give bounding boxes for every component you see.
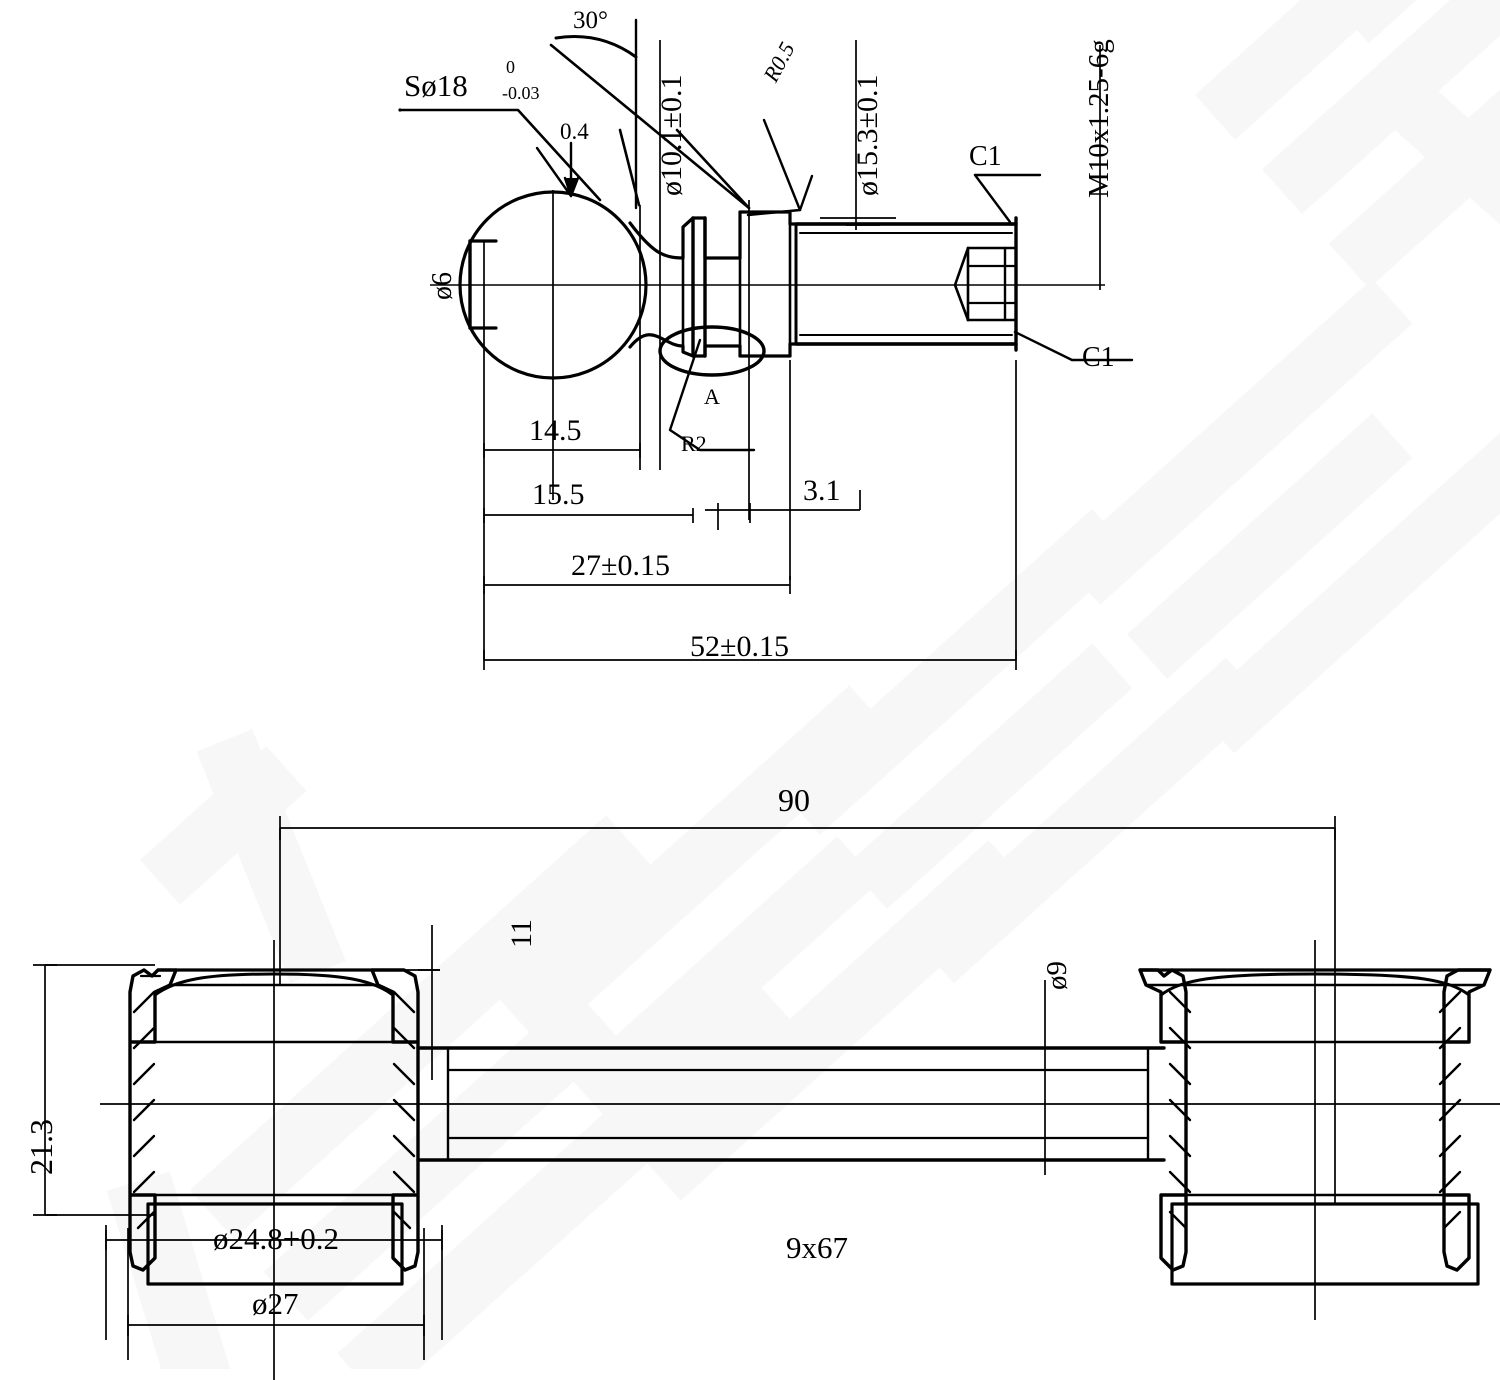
label-bore-dia: ø24.8+0.2 bbox=[213, 1221, 339, 1256]
label-rod-spec: 9x67 bbox=[786, 1230, 848, 1265]
label-len-27: 27±0.15 bbox=[571, 549, 670, 582]
label-angle-30: 30° bbox=[573, 7, 608, 34]
label-len-3-1: 3.1 bbox=[803, 474, 841, 507]
label-section-a: A bbox=[704, 384, 720, 409]
label-radius-r2: R2 bbox=[681, 431, 707, 456]
assembly-view bbox=[33, 816, 1500, 1380]
label-dia-6: ø6 bbox=[427, 272, 458, 300]
label-overall-90: 90 bbox=[778, 782, 810, 818]
label-rod-dia: ø9 bbox=[1041, 961, 1073, 990]
label-len-14-5: 14.5 bbox=[529, 414, 582, 447]
label-len-15-5: 15.5 bbox=[532, 478, 585, 511]
label-thread-m10: M10x1.25-6g bbox=[1083, 39, 1115, 198]
label-sphere-tol-lower: -0.03 bbox=[502, 83, 540, 103]
label-c1-top: C1 bbox=[969, 141, 1002, 172]
label-sphere-dia: Sø18 bbox=[404, 68, 468, 103]
label-offset-11: 11 bbox=[505, 919, 538, 948]
left-housing-outer-right bbox=[370, 968, 420, 1272]
label-height-21-3: 21.3 bbox=[23, 1119, 59, 1175]
label-sphere-tol-upper: 0 bbox=[506, 57, 515, 77]
label-outer-dia: ø27 bbox=[252, 1286, 299, 1321]
label-len-52: 52±0.15 bbox=[690, 630, 789, 663]
label-c1-bottom: C1 bbox=[1082, 342, 1115, 373]
label-dia-15-3: ø15.3±0.1 bbox=[851, 74, 884, 196]
ball-stud-view bbox=[398, 18, 1134, 670]
left-housing-outer-left bbox=[128, 968, 178, 1272]
label-chamfer-0-4: 0.4 bbox=[560, 119, 589, 144]
label-dia-10-1: ø10.1±0.1 bbox=[655, 74, 688, 196]
